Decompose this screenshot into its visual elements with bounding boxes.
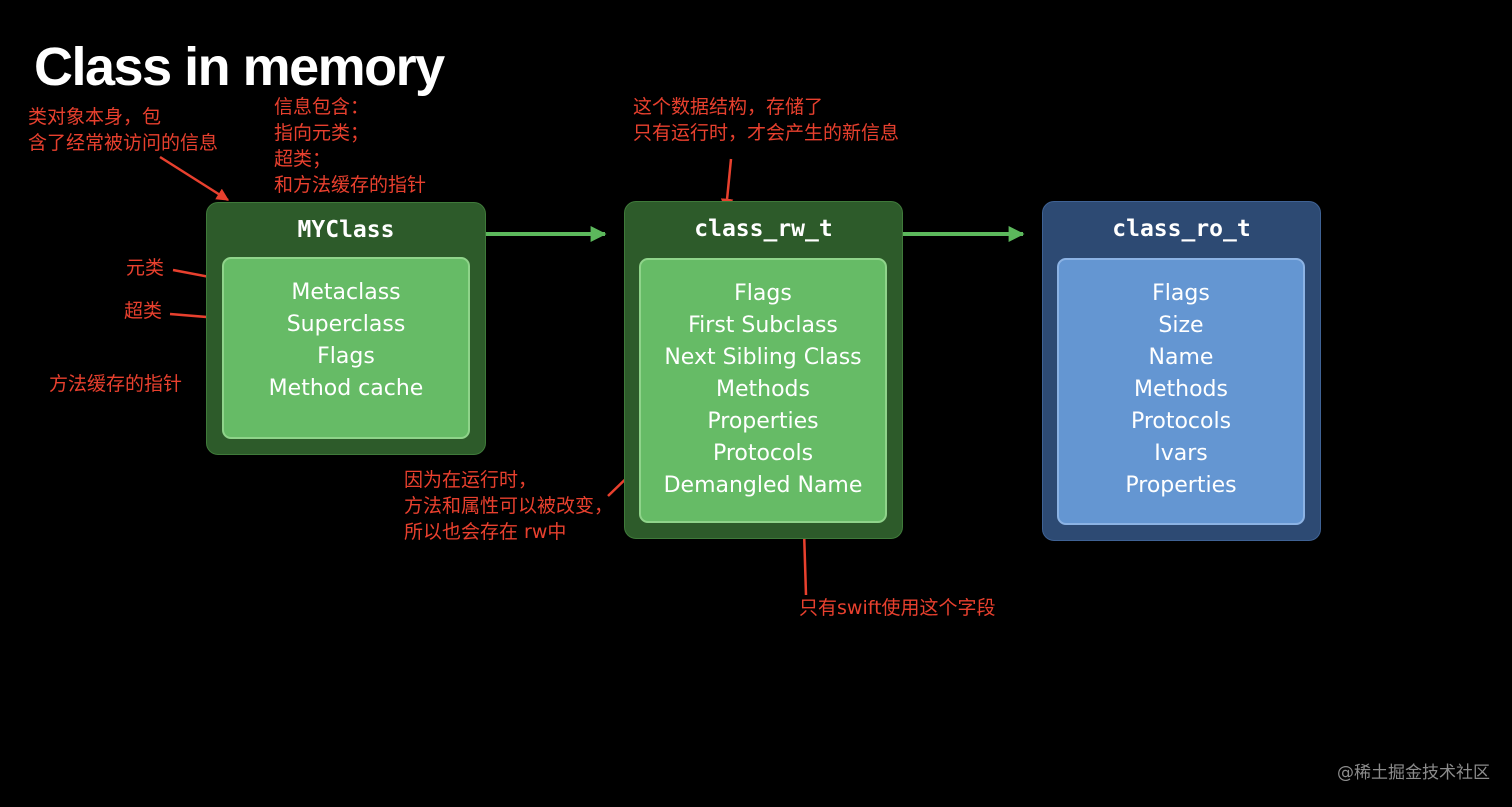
field-demangled-name: Demangled Name (663, 473, 863, 498)
field-methods: Methods (716, 377, 810, 402)
field-flags: Flags (1152, 281, 1210, 306)
field-protocols: Protocols (712, 441, 814, 466)
field-name: Name (1148, 345, 1214, 370)
field-next-sibling-class: Next Sibling Class (664, 345, 862, 370)
field-ivars: Ivars (1154, 441, 1208, 466)
field-size: Size (1158, 313, 1204, 338)
myclass-box: MYClass Metaclass Superclass Flags Metho… (206, 202, 486, 455)
annotation-class-object: 类对象本身，包 含了经常被访问的信息 (28, 106, 219, 154)
class-ro-t-title: class_ro_t (1112, 216, 1251, 242)
field-properties: Properties (1125, 473, 1237, 498)
annotation-rw-struct: 这个数据结构，存储了 只有运行时，才会产生的新信息 (633, 96, 900, 144)
class-rw-t-box: class_rw_t Flags First Subclass Next Sib… (624, 201, 903, 539)
class-ro-t-box: class_ro_t Flags Size Name Methods Proto… (1042, 201, 1321, 541)
annotation-method-cache: 方法缓存的指针 (49, 373, 183, 395)
field-method-cache: Method cache (268, 376, 424, 401)
field-protocols: Protocols (1130, 409, 1232, 434)
page-title: Class in memory (34, 37, 445, 97)
field-metaclass: Metaclass (291, 280, 401, 305)
annotation-metaclass: 元类 (126, 257, 165, 279)
field-flags: Flags (317, 344, 375, 369)
class-ro-t-fields: Flags Size Name Methods Protocols Ivars … (1057, 258, 1305, 525)
arrow-class-object (159, 155, 230, 202)
myclass-title: MYClass (297, 217, 395, 243)
field-superclass: Superclass (286, 312, 406, 337)
field-flags: Flags (734, 281, 792, 306)
annotation-superclass: 超类 (124, 300, 163, 322)
class-rw-t-title: class_rw_t (694, 216, 833, 242)
annotation-runtime-change: 因为在运行时， 方法和属性可以被改变， 所以也会存在 rw中 (404, 469, 614, 543)
annotation-info: 信息包含： 指向元类； 超类； 和方法缓存的指针 (274, 96, 427, 196)
field-methods: Methods (1134, 377, 1228, 402)
field-first-subclass: First Subclass (688, 313, 838, 338)
annotation-swift-only: 只有swift使用这个字段 (799, 597, 996, 619)
myclass-fields: Metaclass Superclass Flags Method cache (222, 257, 470, 439)
watermark: @稀土掘金技术社区 (1337, 763, 1490, 783)
class-rw-t-fields: Flags First Subclass Next Sibling Class … (639, 258, 887, 523)
field-properties: Properties (707, 409, 819, 434)
